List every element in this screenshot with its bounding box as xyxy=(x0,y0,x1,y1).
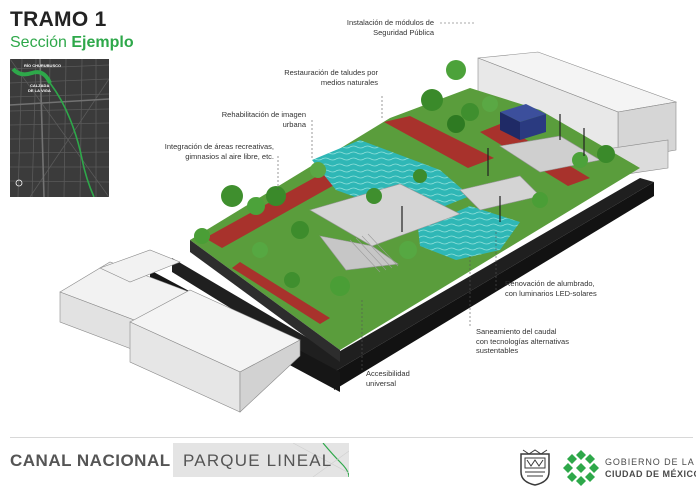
callout-flow-line-3: sustentables xyxy=(476,346,519,355)
callout-urban-image: Rehabilitación de imagen urbana xyxy=(200,110,306,129)
section-label: Sección xyxy=(10,34,67,51)
page-title: TRAMO 1 xyxy=(10,8,107,31)
callout-leader-lines xyxy=(277,22,497,372)
callout-recreation-areas: Integración de áreas recreativas, gimnas… xyxy=(132,142,274,161)
footer-divider xyxy=(10,437,693,438)
minimap-highlight-section xyxy=(11,67,52,84)
callout-security-modules: Instalación de módulos de Seguridad Públ… xyxy=(300,18,434,37)
callout-slope-restoration: Restauración de taludes por medios natur… xyxy=(248,68,378,87)
minimap-label-calzada: CALZADA xyxy=(30,83,50,88)
minimap-north-icon xyxy=(15,179,23,187)
callout-recreation-line-2: gimnasios al aire libre, etc. xyxy=(185,151,274,161)
callout-accessibility-line-1: Accesibilidad xyxy=(366,369,410,378)
callout-accessibility-line-2: universal xyxy=(366,378,397,388)
callout-accessibility: Accesibilidad universal xyxy=(366,369,446,388)
callout-flow-line-2: con tecnologías alternativas xyxy=(476,336,569,346)
right-buildings xyxy=(477,51,678,179)
trees xyxy=(194,60,615,296)
title-block: TRAMO 1 Sección Ejemplo xyxy=(10,8,134,54)
callout-lighting-line-2: con luminarios LED-solares xyxy=(505,288,597,298)
minimap-label-rio: RÍO CHURUBUSCO xyxy=(24,63,62,68)
callout-lighting-renewal: Renovación de alumbrado, con luminarios … xyxy=(505,279,625,298)
section-example-label: Ejemplo xyxy=(71,34,134,51)
location-minimap: RÍO CHURUBUSCO CALZADA DE LA VIGA xyxy=(10,59,109,197)
footer-parque-title: PARQUE LINEAL xyxy=(183,451,333,470)
government-name-line-2: CIUDAD DE MÉXICO xyxy=(605,469,696,479)
callout-security-line-1: Instalación de módulos de xyxy=(346,18,434,27)
callout-flow-sanitation: Saneamiento del caudal con tecnologías a… xyxy=(476,327,596,356)
callout-lighting-line-1: Renovación de alumbrado, xyxy=(505,279,595,288)
callout-recreation-line-1: Integración de áreas recreativas, xyxy=(164,142,274,151)
footer-parque-badge: PARQUE LINEAL xyxy=(173,443,349,477)
callout-flow-line-1: Saneamiento del caudal xyxy=(476,327,557,336)
cdmx-logo-icon xyxy=(563,450,599,486)
callout-urban-line-1: Rehabilitación de imagen xyxy=(221,110,306,119)
callout-slope-line-2: medios naturales xyxy=(320,77,378,87)
minimap-street-grid xyxy=(10,59,109,197)
government-name-line-1: GOBIERNO DE LA xyxy=(605,457,695,467)
coat-of-arms-icon xyxy=(520,449,550,486)
callout-security-line-2: Seguridad Pública xyxy=(373,27,434,37)
solar-lights xyxy=(401,114,585,232)
parque-badge-map-icon xyxy=(292,443,349,477)
callout-urban-line-2: urbana xyxy=(282,119,306,129)
left-buildings xyxy=(59,249,301,413)
minimap-canal-route xyxy=(49,82,95,197)
callout-slope-line-1: Restauración de taludes por xyxy=(284,68,378,77)
footer-canal-title: CANAL NACIONAL xyxy=(10,451,171,470)
minimap-label-viga: DE LA VIGA xyxy=(28,88,51,93)
security-module xyxy=(500,104,546,140)
section-subtitle: Sección Ejemplo xyxy=(10,32,134,54)
